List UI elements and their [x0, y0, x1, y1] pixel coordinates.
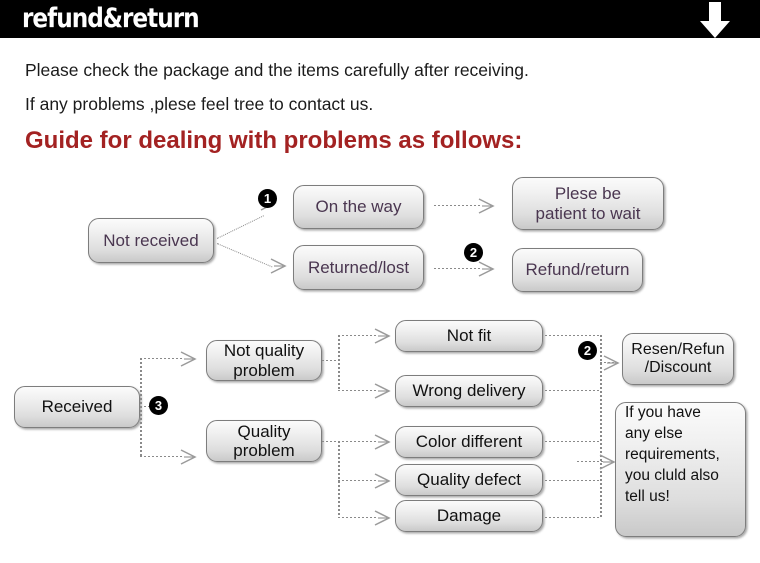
arrowhead-quality-defect: [374, 473, 391, 489]
arrow-down-icon: [700, 2, 730, 38]
arrowhead-color-different: [374, 434, 391, 450]
node-not-quality-line-2: problem: [233, 360, 295, 380]
guide-heading: Guide for dealing with problems as follo…: [25, 127, 523, 154]
connector-received-to-not-quality: [140, 358, 182, 360]
requirements-line-3: requirements,: [625, 445, 720, 463]
node-additional-requirements[interactable]: If you have any else requirements, you c…: [615, 402, 746, 537]
connector-quality-to-quality-defect: [338, 480, 376, 482]
node-quality-problem[interactable]: Quality problem: [206, 420, 322, 462]
connector-wrong-delivery-merge: [545, 390, 601, 392]
connector-quality-to-color-different: [338, 441, 376, 443]
header-bar: refund&return: [0, 0, 760, 38]
node-not-fit[interactable]: Not fit: [395, 320, 543, 352]
requirements-line-4: you cluld also: [625, 466, 719, 484]
arrowhead-not-quality-problem: [180, 351, 197, 367]
step-marker-3: 3: [149, 396, 168, 415]
connector-not-quality-stub: [322, 360, 339, 362]
connector-quality-defect-merge: [545, 480, 601, 482]
connector-received-to-quality: [140, 456, 182, 458]
node-damage[interactable]: Damage: [395, 500, 543, 532]
arrowhead-returned-lost: [270, 258, 287, 274]
connector-color-different-merge: [545, 441, 601, 443]
node-quality-defect[interactable]: Quality defect: [395, 464, 543, 496]
node-wait-line-1: Plese be: [554, 184, 622, 204]
node-returned-lost[interactable]: Returned/lost: [293, 245, 424, 290]
connector-not-fit-merge: [545, 335, 601, 337]
node-refund-return[interactable]: Refund/return: [512, 248, 643, 292]
node-wait-line-2: patient to wait: [535, 203, 641, 223]
connector-received-split: [140, 358, 142, 456]
requirements-line-5: tell us!: [625, 487, 670, 505]
connector-not-quality-to-not-fit: [338, 335, 376, 337]
node-received[interactable]: Received: [14, 386, 140, 428]
node-color-different[interactable]: Color different: [395, 426, 543, 458]
connector-not-quality-split: [338, 335, 340, 391]
arrowhead-resend-refund-discount: [603, 355, 620, 371]
requirements-line-1: If you have: [625, 404, 701, 421]
intro-line-2: If any problems ,plese feel tree to cont…: [25, 94, 374, 114]
node-resend-refund-discount[interactable]: Resen/Refun /Discount: [622, 333, 734, 385]
requirements-line-2: any else: [625, 424, 683, 442]
node-quality-line-1: Quality: [237, 421, 291, 441]
arrowhead-quality-problem: [180, 449, 197, 465]
node-not-quality-line-1: Not quality: [223, 341, 305, 361]
node-not-quality-problem[interactable]: Not quality problem: [206, 340, 322, 381]
connector-not-received-to-returned-lost: [216, 243, 273, 268]
connector-on-the-way-to-wait: [434, 205, 480, 207]
connector-bus-to-requirements: [577, 461, 603, 463]
connector-quality-stub: [322, 441, 339, 443]
step-marker-1: 1: [258, 189, 277, 208]
node-not-received[interactable]: Not received: [88, 218, 214, 263]
connector-outcome-bus: [600, 335, 602, 518]
node-quality-line-2: problem: [233, 441, 295, 460]
arrowhead-damage: [374, 510, 391, 526]
intro-line-1: Please check the package and the items c…: [25, 60, 529, 80]
connector-returned-lost-to-refund: [434, 268, 480, 270]
node-wrong-delivery[interactable]: Wrong delivery: [395, 375, 543, 407]
page-title: refund&return: [22, 3, 200, 34]
node-resend-line-2: /Discount: [644, 359, 712, 376]
node-on-the-way[interactable]: On the way: [293, 185, 424, 229]
arrowhead-refund: [478, 261, 495, 277]
connector-quality-to-damage: [338, 517, 376, 519]
node-resend-line-1: Resen/Refun: [631, 341, 725, 359]
connector-damage-merge: [545, 517, 601, 519]
node-please-be-patient[interactable]: Plese be patient to wait: [512, 177, 664, 230]
connector-not-quality-to-wrong-delivery: [338, 390, 376, 392]
step-marker-2-bottom: 2: [578, 341, 597, 360]
arrowhead-not-fit: [374, 328, 391, 344]
step-marker-2-top: 2: [464, 243, 483, 262]
connector-quality-split: [338, 441, 340, 518]
arrowhead-requirements: [599, 454, 616, 470]
arrowhead-wrong-delivery: [374, 383, 391, 399]
arrowhead-wait: [478, 198, 495, 214]
connector-not-received-to-on-the-way: [216, 215, 264, 239]
